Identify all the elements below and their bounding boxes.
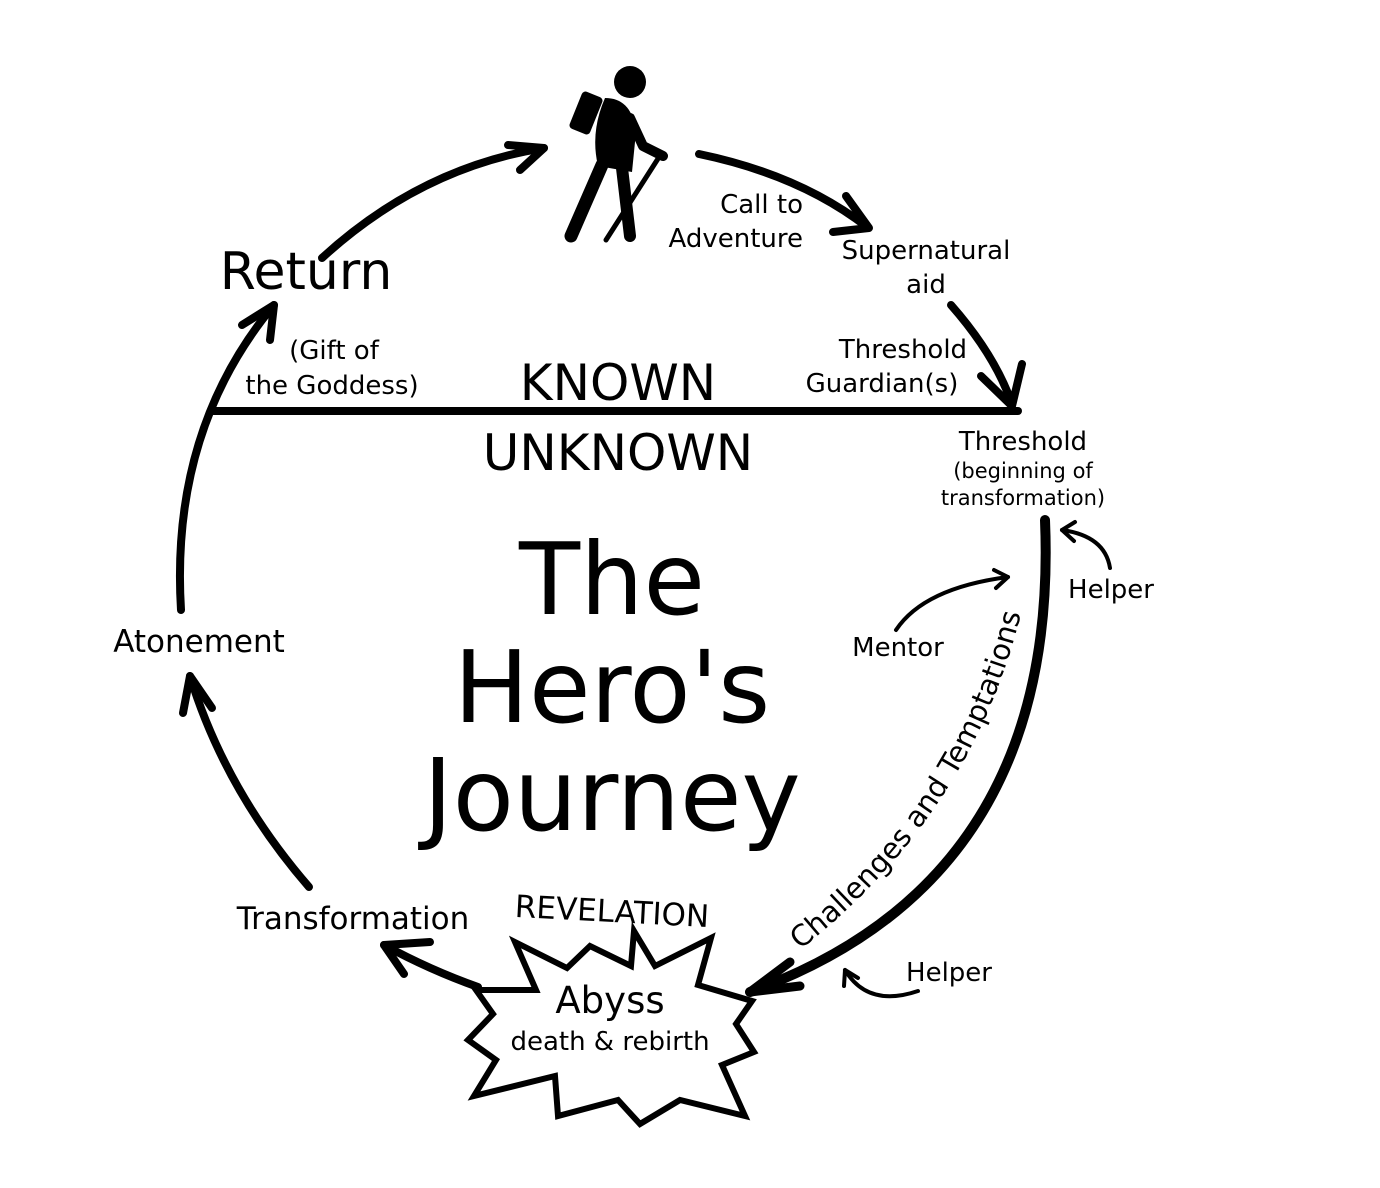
title-line-1: The (518, 521, 705, 638)
helper-bottom-label: Helper (906, 958, 992, 988)
threshold-label: Threshold (958, 427, 1087, 457)
arrow-helper-bottom (843, 968, 920, 999)
gift-label-1: (Gift of (289, 336, 380, 366)
helper-mentor-arrows (842, 520, 1112, 999)
arrow-atonement-to-return (175, 301, 278, 614)
arrow-transformation-to-atonement (186, 672, 313, 891)
starburst-icon (463, 921, 759, 1128)
helper-top-label: Helper (1068, 575, 1154, 605)
threshold-note-1: (beginning of (953, 459, 1093, 483)
arrow-call-to-aid (695, 150, 871, 231)
journey-arrows (175, 141, 1051, 997)
abyss-label: Abyss (555, 979, 664, 1022)
call-to-adventure-label-2: Adventure (669, 224, 803, 254)
threshold-guardians-label-2: Guardian(s) (806, 369, 959, 399)
threshold-note-2: transformation) (941, 486, 1105, 510)
diagram-title: The Hero's Journey (417, 521, 801, 854)
threshold-guardians-label-1: Threshold (838, 335, 967, 365)
arrow-abyss-to-transformation (380, 941, 482, 991)
revelation-label: REVELATION (514, 889, 710, 935)
supernatural-aid-label-1: Supernatural (842, 236, 1011, 266)
call-to-adventure-label-1: Call to (720, 190, 803, 220)
arrow-aid-to-threshold (947, 301, 1016, 408)
hiker-icon (564, 66, 668, 243)
unknown-label: UNKNOWN (483, 424, 753, 482)
return-label: Return (220, 242, 393, 302)
arrow-helper-top (1060, 528, 1112, 570)
atonement-label: Atonement (113, 624, 285, 660)
arrow-return-to-hero (318, 144, 548, 262)
title-line-3: Journey (417, 737, 801, 854)
gift-label-2: the Goddess) (245, 371, 418, 401)
supernatural-aid-label-2: aid (906, 270, 946, 300)
transformation-label: Transformation (236, 901, 470, 937)
known-label: KNOWN (520, 354, 716, 412)
abyss-note: death & rebirth (510, 1027, 709, 1057)
title-line-2: Hero's (454, 629, 770, 746)
arrow-mentor (894, 575, 1010, 632)
arrow-threshold-to-abyss (745, 515, 1051, 997)
mentor-label: Mentor (852, 633, 944, 663)
